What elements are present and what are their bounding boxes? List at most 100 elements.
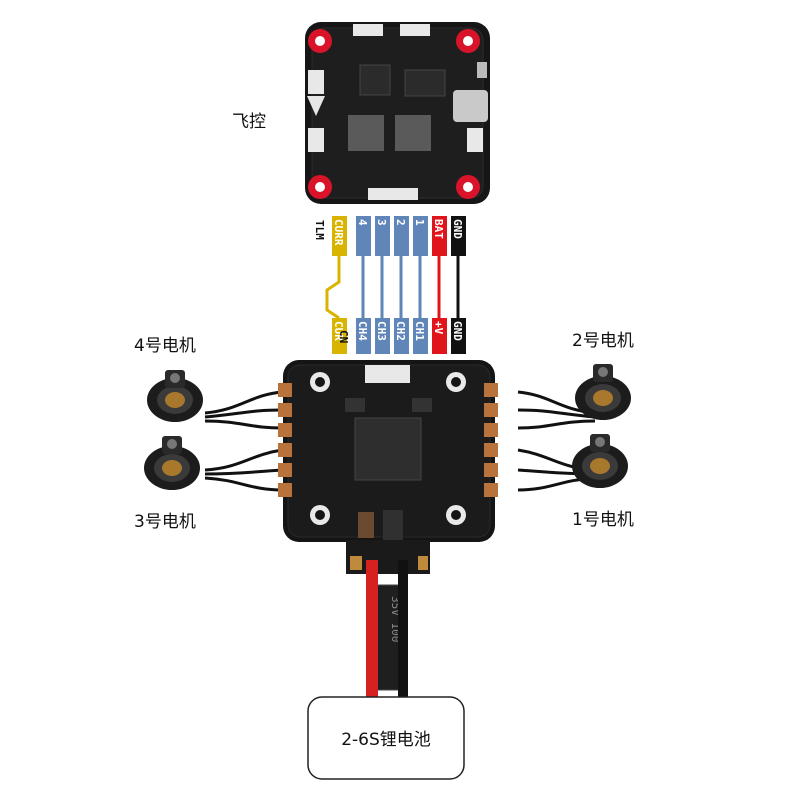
motor-wire	[204, 419, 283, 430]
flight-controller-label: 飞控	[232, 112, 266, 132]
fc-chip	[359, 64, 391, 96]
motor-wire	[204, 476, 283, 492]
motor-1-label: 1号电机	[572, 510, 634, 530]
fc-pin-bg	[356, 216, 371, 256]
fc-connector	[308, 70, 324, 94]
motor-pad	[484, 403, 498, 417]
motor-1	[572, 434, 628, 488]
fc-pin-bg	[394, 216, 409, 256]
motor-pad	[484, 423, 498, 437]
esc-chip	[412, 398, 432, 412]
tlm-label: TLM	[313, 220, 326, 240]
battery-box	[307, 696, 465, 780]
esc-capacitor-smd	[358, 512, 374, 538]
motor-wire	[204, 468, 283, 476]
esc-shunt	[383, 510, 403, 540]
motor-pad	[278, 483, 292, 497]
battery-negative-wire	[398, 560, 408, 702]
esc-pin-text: +V	[432, 321, 445, 335]
fc-pin-6: GND	[451, 216, 466, 256]
esc-chip	[345, 398, 365, 412]
fc-pin-text: 1	[413, 219, 426, 226]
motor-pad	[278, 423, 292, 437]
motor-wire	[204, 408, 283, 419]
boot-button	[477, 62, 487, 78]
fc-pin-bg	[413, 216, 428, 256]
esc-pin-bg	[356, 318, 371, 354]
fc-connector	[368, 188, 418, 200]
motor-2	[575, 364, 631, 420]
motor-2-label: 2号电机	[572, 331, 634, 351]
motor-3	[144, 436, 200, 490]
fc-pin-text: 2	[394, 219, 407, 226]
esc-pin-bg	[432, 318, 447, 354]
fc-chip	[395, 115, 431, 151]
esc-pin-5: +V	[432, 318, 447, 354]
fc-pin-bg	[432, 216, 447, 256]
esc-pin-text: GND	[451, 321, 464, 341]
power-pad	[418, 556, 428, 570]
fc-pin-bg	[375, 216, 390, 256]
esc-pin-labels: CUR CH4 CH3 CH2 CH1 +V GND	[332, 318, 466, 354]
esc-pin-text: CUR	[332, 321, 345, 341]
motor-wire	[517, 408, 596, 419]
battery-positive-wire	[366, 560, 378, 702]
battery-label: 2-6S锂电池	[341, 730, 431, 750]
esc-pin-bg	[375, 318, 390, 354]
esc-pin-bg	[394, 318, 409, 354]
esc-pin-4: CH1	[413, 318, 428, 354]
esc-pin-bg	[332, 318, 347, 354]
fc-chip	[348, 115, 384, 151]
fc-pin-text: 3	[375, 219, 388, 226]
fc-connector	[308, 128, 324, 152]
mounting-hole	[310, 372, 330, 392]
esc-mcu	[354, 417, 422, 481]
esc-pin-0: CUR	[332, 318, 347, 354]
fc-connector	[467, 128, 483, 152]
fc-pin-5: BAT	[432, 216, 447, 256]
fc-pin-text: CURR	[332, 219, 345, 246]
mounting-hole	[446, 505, 466, 525]
fc-pin-bg	[332, 216, 347, 256]
fc-pin-0: CURR	[332, 216, 347, 256]
fc-connector	[400, 24, 430, 36]
usb-c-port	[453, 90, 488, 122]
esc-pin-text: CH1	[413, 321, 426, 341]
esc-pin-2: CH3	[375, 318, 390, 354]
esc-pin-1: CH4	[356, 318, 371, 354]
fc-logo	[307, 96, 325, 116]
esc-pin-text: CH3	[375, 321, 388, 341]
esc-pin-bg	[451, 318, 466, 354]
motor-pad	[484, 443, 498, 457]
fc-pin-bg	[451, 216, 466, 256]
esc-pin-6: GND	[451, 318, 466, 354]
esc-connector	[365, 365, 410, 383]
esc-pin-bg	[413, 318, 428, 354]
mounting-hole	[456, 175, 480, 199]
mounting-hole	[456, 29, 480, 53]
fc-pin-text: 4	[356, 219, 369, 226]
motor-wire	[204, 390, 283, 415]
flight-controller-board	[305, 22, 490, 204]
mounting-hole	[310, 505, 330, 525]
motor-pad	[484, 483, 498, 497]
signal-wires	[325, 256, 460, 320]
motor-3-label: 3号电机	[134, 512, 196, 532]
esc-pin-text: CH2	[394, 321, 407, 341]
motor-pad	[278, 383, 292, 397]
motor-pad	[484, 383, 498, 397]
fc-chip	[404, 69, 446, 97]
motor-4-label: 4号电机	[134, 336, 196, 356]
motor-wire	[517, 419, 596, 430]
fc-pin-3: 2	[394, 216, 409, 256]
power-pad	[350, 556, 362, 570]
fc-pin-text: GND	[451, 219, 464, 239]
fc-pin-1: 4	[356, 216, 371, 256]
motor-pad	[278, 463, 292, 477]
motor-pad	[278, 443, 292, 457]
mounting-hole	[308, 175, 332, 199]
motor-pad	[278, 403, 292, 417]
fc-pin-2: 3	[375, 216, 390, 256]
